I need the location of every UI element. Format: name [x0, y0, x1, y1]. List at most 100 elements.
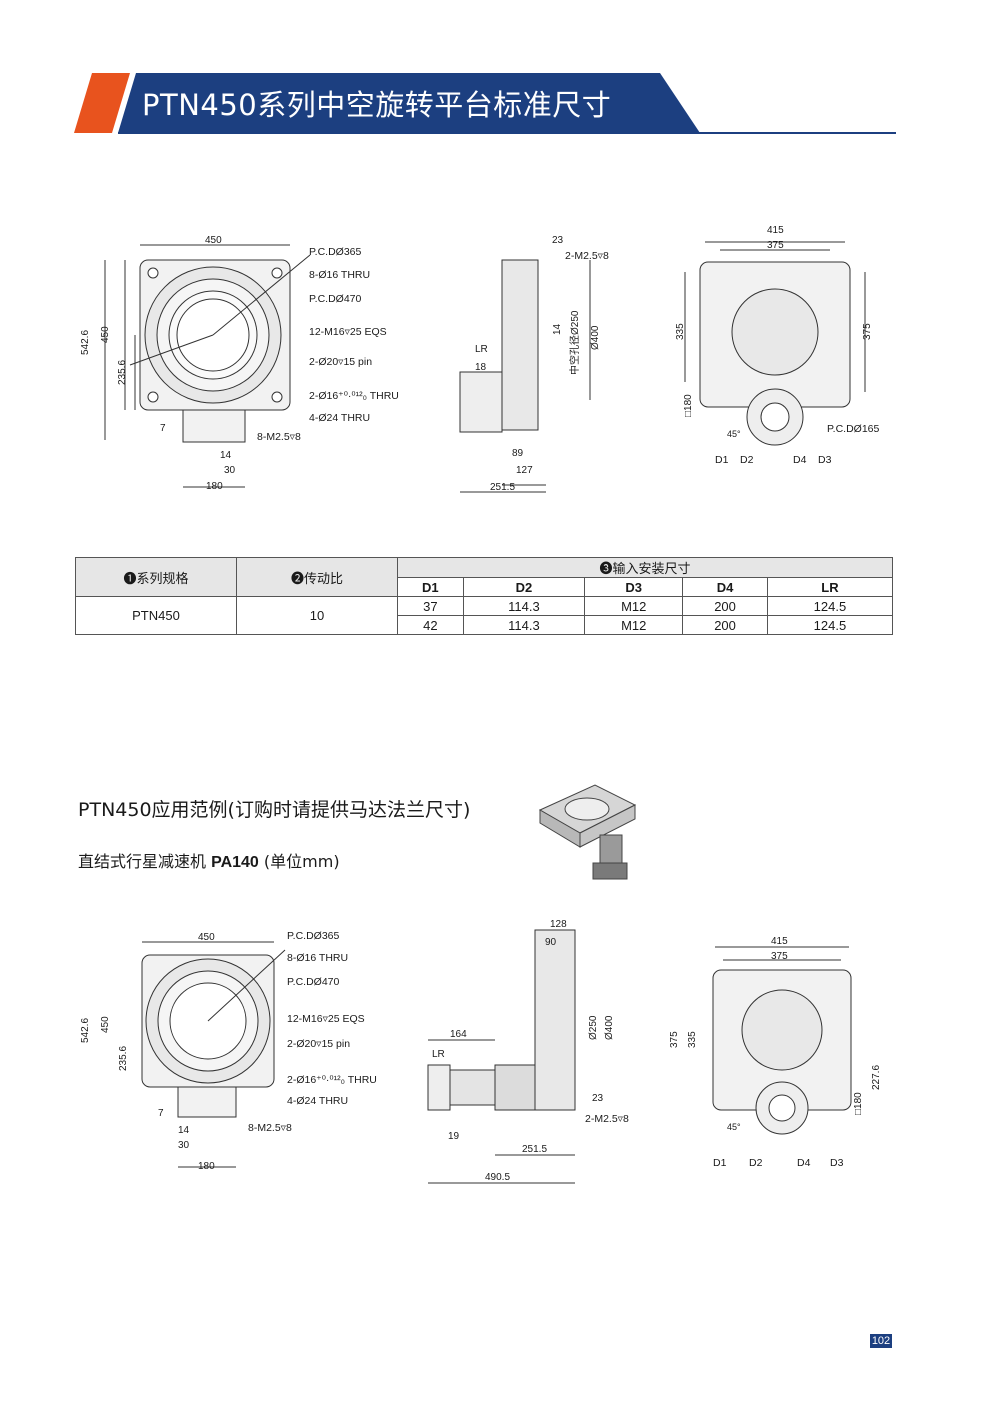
- dim-23: 23: [592, 1093, 604, 1104]
- iso-bore: [564, 797, 610, 821]
- thread-callout: 2-M2.5▿8: [565, 250, 609, 262]
- spec-table: ❶系列规格 ❷传动比 ❸输入安装尺寸 D1 D2 D3 D4 LR PTN450…: [75, 557, 894, 635]
- dim-30: 30: [178, 1140, 190, 1151]
- dim-180-square: □180: [683, 394, 694, 417]
- dim-lr: LR: [432, 1049, 445, 1060]
- callout-pcd365: P.C.DØ365: [309, 246, 361, 258]
- callout-2-20-pin: 2-Ø20▿15 pin: [309, 356, 372, 368]
- label-d4: D4: [793, 454, 807, 466]
- cell: 114.3: [462, 596, 586, 616]
- leader-line: [212, 254, 311, 336]
- input-bore: [768, 1094, 796, 1122]
- dim-335: 335: [675, 323, 686, 340]
- center-disc: [731, 288, 819, 376]
- platform-side: [501, 259, 539, 431]
- front-view-drawing-2: 450 542.6 450 235.6 7 14 30 180 P.C.DØ36…: [80, 930, 377, 1172]
- dim-7: 7: [158, 1108, 164, 1119]
- dim-18: 18: [475, 362, 487, 373]
- label-d2: D2: [740, 454, 754, 466]
- header-accent-stripe: [74, 73, 130, 133]
- header-input-dims: ❸输入安装尺寸: [397, 557, 893, 578]
- subtitle-model: PA140: [211, 854, 259, 871]
- cell: 37: [397, 596, 464, 616]
- dim-23: 23: [552, 235, 564, 246]
- cell: 124.5: [766, 596, 894, 616]
- dim-450-v: 450: [100, 1016, 111, 1033]
- subtitle-prefix: 直结式行星减速机: [78, 852, 212, 871]
- dim-128: 128: [550, 919, 567, 930]
- dim-164: 164: [450, 1029, 467, 1040]
- pcd-165: P.C.DØ165: [827, 423, 879, 435]
- corner-hole: [147, 267, 159, 279]
- side-view-drawing-2: 128 90 164 LR 19 Ø250 Ø400 23 2-M2.5▿8 2…: [427, 919, 629, 1184]
- dim-180: 180: [206, 481, 223, 492]
- cell: 200: [682, 596, 768, 616]
- input-flange-outline: [177, 1086, 237, 1118]
- callout-8-16-thru: 8-Ø16 THRU: [309, 269, 370, 281]
- leader-line: [129, 334, 214, 366]
- page-title: PTN450系列中空旋转平台标准尺寸: [142, 88, 612, 122]
- col-d3: D3: [584, 577, 684, 597]
- angle-45: 45°: [727, 429, 741, 439]
- platform-side: [534, 929, 576, 1111]
- iso-gearbox: [599, 834, 623, 866]
- dim-227-6: 227.6: [871, 1065, 882, 1090]
- label-d2: D2: [749, 1157, 763, 1169]
- dim-542-6: 542.6: [80, 330, 91, 355]
- label-d4: D4: [797, 1157, 811, 1169]
- dim-251-5: 251.5: [522, 1144, 547, 1155]
- cell-model: PTN450: [75, 596, 237, 635]
- dim-19: 19: [448, 1131, 460, 1142]
- callout-12-m16: 12-M16▿25 EQS: [287, 1013, 365, 1025]
- corner-hole: [147, 391, 159, 403]
- dim-14: 14: [178, 1125, 190, 1136]
- angle-45: 45°: [727, 1122, 741, 1132]
- dim-127: 127: [516, 465, 533, 476]
- cell: M12: [584, 615, 684, 635]
- label-d1: D1: [715, 454, 729, 466]
- dim-415: 415: [767, 225, 784, 236]
- callout-12-m16: 12-M16▿25 EQS: [309, 326, 387, 338]
- center-disc: [741, 989, 823, 1071]
- dim-450-v: 450: [100, 326, 111, 343]
- dim-235-6: 235.6: [118, 1046, 129, 1071]
- corner-hole: [271, 391, 283, 403]
- dim-251-5: 251.5: [490, 482, 515, 493]
- dim-89: 89: [512, 448, 524, 459]
- top-view-drawing-1: 415 375 335 375 □180 45° P.C.DØ165 D1 D2…: [675, 225, 879, 466]
- front-view-drawing-1: 450 542.6 450 235.6 7 14 30 180 P.C.DØ36…: [80, 235, 399, 492]
- reducer-body: [449, 1069, 496, 1106]
- header-title-bar: [118, 73, 700, 133]
- dim-180-square: □180: [853, 1092, 864, 1115]
- callout-2-20-pin: 2-Ø20▿15 pin: [287, 1038, 350, 1050]
- callout-8-m2-5: 8-M2.5▿8: [248, 1122, 292, 1134]
- application-title: PTN450应用范例(订购时请提供马达法兰尺寸): [78, 799, 471, 821]
- motor-flange-side: [459, 371, 503, 433]
- callout-pcd470: P.C.DØ470: [287, 976, 339, 988]
- dim-400: Ø400: [590, 325, 601, 350]
- corner-hole: [271, 267, 283, 279]
- dim-14: 14: [552, 323, 563, 335]
- callout-pcd365: P.C.DØ365: [287, 930, 339, 942]
- dim-375-v: 375: [669, 1031, 680, 1048]
- dim-375: 375: [771, 951, 788, 962]
- input-bore: [760, 402, 790, 432]
- header-banner: [74, 73, 896, 134]
- dim-30: 30: [224, 465, 236, 476]
- callout-2-16-thru: 2-Ø16⁺⁰·⁰¹²₀ THRU: [309, 390, 399, 402]
- dim-375: 375: [767, 240, 784, 251]
- subtitle-suffix: (单位mm): [258, 852, 340, 871]
- callout-2-16-thru: 2-Ø16⁺⁰·⁰¹²₀ THRU: [287, 1074, 377, 1086]
- dim-7: 7: [160, 423, 166, 434]
- side-view-drawing-1: 23 2-M2.5▿8 14 中空孔径Ø250 Ø400 LR 18 89 12…: [459, 235, 609, 493]
- dim-375-v: 375: [862, 323, 873, 340]
- leader-line: [207, 949, 286, 1022]
- dim-lr: LR: [475, 344, 488, 355]
- product-illustration: [538, 784, 637, 880]
- dim-400: Ø400: [604, 1015, 615, 1040]
- cell-ratio: 10: [236, 596, 398, 635]
- callout-4-24-thru: 4-Ø24 THRU: [309, 412, 370, 424]
- page-number: 102: [870, 1334, 892, 1348]
- dim-415: 415: [771, 936, 788, 947]
- dim-450: 450: [198, 932, 215, 943]
